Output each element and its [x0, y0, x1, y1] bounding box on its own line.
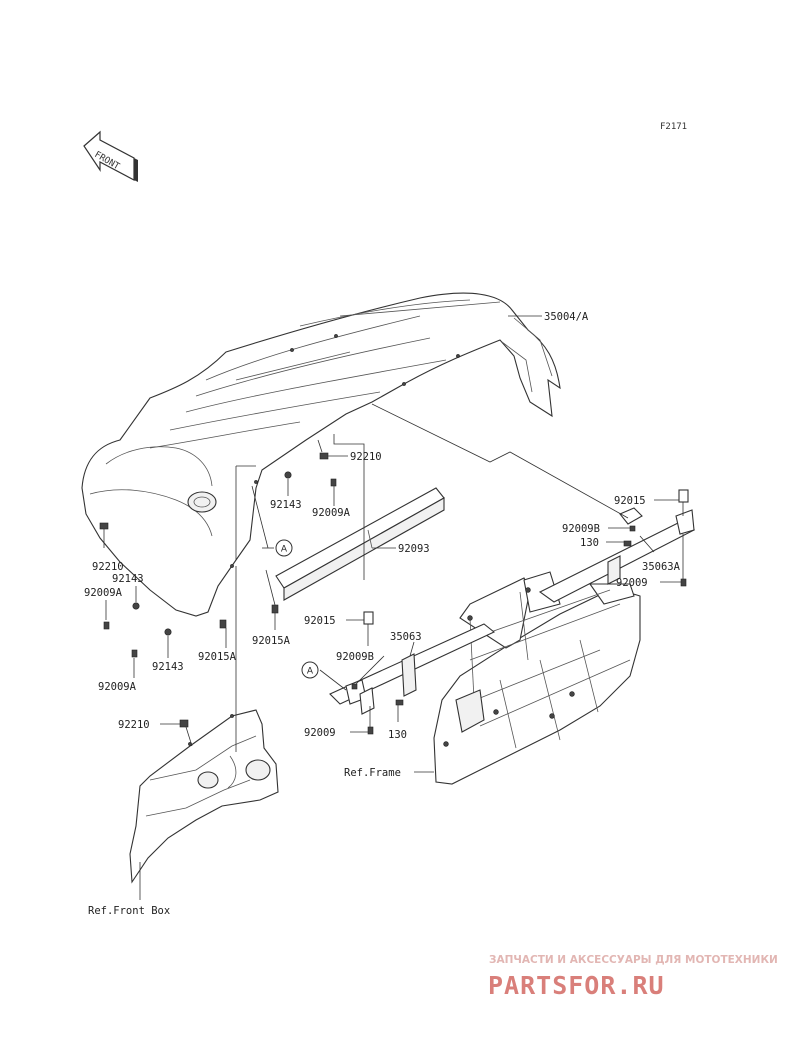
watermark-brand: PARTSFOR.RU [488, 971, 665, 1000]
collar-92015a-mid-icon [271, 604, 279, 614]
part-label-92009-center[interactable]: 92009 [304, 727, 336, 739]
clip-92210-top-icon [319, 452, 329, 460]
part-label-92093[interactable]: 92093 [398, 543, 430, 555]
part-label-35063a[interactable]: 35063A [642, 561, 681, 573]
part-label-92015a-mid[interactable]: 92015A [252, 635, 291, 647]
bolt-92009b-right-icon [629, 525, 636, 532]
bolt-92009-center-icon [367, 726, 374, 735]
collar-92015a-bottom-icon [219, 619, 227, 629]
part-label-92015a-bottom[interactable]: 92015A [198, 651, 237, 663]
part-label-92143-left[interactable]: 92143 [112, 573, 144, 585]
grommet-left-icon [132, 602, 140, 610]
collar-92015-right-icon [678, 489, 689, 503]
part-label-92210-bottom[interactable]: 92210 [118, 719, 150, 731]
watermark-tagline: ЗАПЧАСТИ И АКСЕССУАРЫ ДЛЯ МОТОТЕХНИКИ [489, 954, 778, 966]
ref-label-frame: Ref.Frame [344, 767, 401, 779]
part-label-92143-top[interactable]: 92143 [270, 499, 302, 511]
callout-a-upper-label: A [281, 545, 288, 555]
bolt-92009a-bottom-icon [131, 649, 138, 658]
part-label-92143-bottom[interactable]: 92143 [152, 661, 184, 673]
callout-a-lower-label: A [307, 667, 314, 677]
front-direction-arrow: FRONT [83, 130, 138, 182]
grommet-top-icon [284, 471, 292, 479]
ref-label-front-box: Ref.Front Box [88, 905, 170, 917]
part-label-92009a-left[interactable]: 92009A [84, 587, 123, 599]
bolt-92009a-top-icon [330, 478, 337, 487]
stay-35063[interactable] [329, 623, 496, 715]
part-label-92009b-center[interactable]: 92009B [336, 651, 374, 663]
bolt-92009-right-icon [680, 578, 687, 587]
part-label-92210-left[interactable]: 92210 [92, 561, 124, 573]
rear-fender[interactable] [81, 292, 561, 617]
frame-reference [433, 571, 641, 785]
part-label-92009-right[interactable]: 92009 [616, 577, 648, 589]
part-label-92009b-right[interactable]: 92009B [562, 523, 600, 535]
part-label-92210-top[interactable]: 92210 [350, 451, 382, 463]
grommet-bottom-icon [164, 628, 172, 636]
front-box-reference [129, 709, 279, 884]
part-label-92015-right[interactable]: 92015 [614, 495, 646, 507]
bolt-92009a-left-icon [103, 621, 110, 630]
watermark: ЗАПЧАСТИ И АКСЕССУАРЫ ДЛЯ МОТОТЕХНИКИ PA… [488, 954, 778, 1000]
part-label-92009a-top[interactable]: 92009A [312, 507, 351, 519]
diagram-code: F2171 [660, 122, 687, 132]
clip-92210-left-icon [99, 522, 109, 530]
part-label-35063[interactable]: 35063 [390, 631, 422, 643]
leader-lines [103, 315, 684, 900]
part-label-92015-center[interactable]: 92015 [304, 615, 336, 627]
part-label-35004a[interactable]: 35004/A [544, 311, 589, 323]
callout-a-lower[interactable]: A [301, 661, 319, 679]
clip-92210-bottom-icon [179, 719, 189, 728]
part-label-130-right[interactable]: 130 [580, 537, 599, 549]
nut-130-center-icon [395, 699, 404, 706]
part-label-92009a-bottom[interactable]: 92009A [98, 681, 137, 693]
collar-92015-center-icon [363, 611, 374, 625]
stay-35063a[interactable] [538, 507, 696, 603]
part-label-130-center[interactable]: 130 [388, 729, 407, 741]
nut-130-right-icon [623, 540, 632, 547]
callout-a-upper[interactable]: A [275, 539, 293, 557]
bolt-92009b-center-icon [351, 683, 358, 690]
